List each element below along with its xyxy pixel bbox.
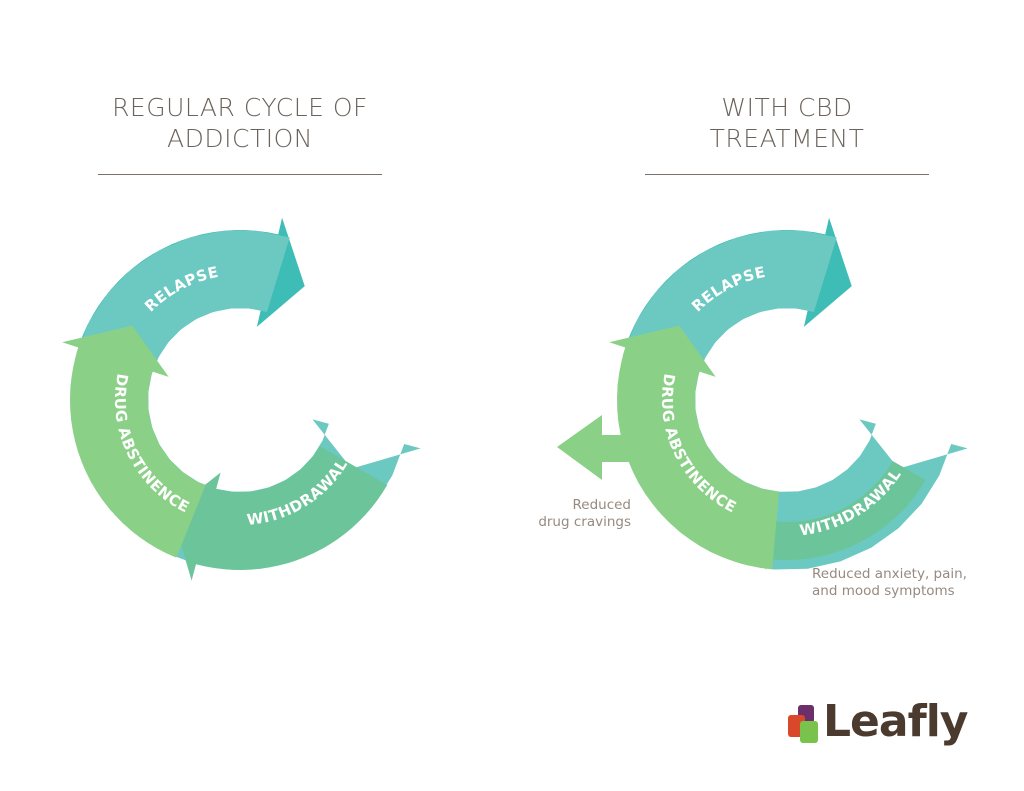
note-reduced-symptoms: Reduced anxiety, pain, and mood symptoms xyxy=(812,566,967,600)
left-title: REGULAR CYCLE OF ADDICTION xyxy=(90,92,390,154)
right-title-line1: WITH CBD xyxy=(721,93,853,122)
left-title-line2: ADDICTION xyxy=(167,124,313,153)
note-symptoms-line2: and mood symptoms xyxy=(812,583,955,599)
right-title-divider xyxy=(645,174,929,175)
withdrawal-arrow xyxy=(171,446,388,581)
note-cravings-line2: drug cravings xyxy=(538,514,631,530)
right-title: WITH CBD TREATMENT xyxy=(637,92,937,154)
left-title-line1: REGULAR CYCLE OF xyxy=(112,93,368,122)
withdrawal-arrow xyxy=(733,461,926,570)
note-cravings-line1: Reduced xyxy=(572,497,631,513)
right-title-line2: TREATMENT xyxy=(709,124,865,153)
intoxication-label-text: INTOXICATION xyxy=(827,308,896,419)
abstinence-arrow xyxy=(609,325,779,570)
abstinence-arrow xyxy=(62,325,206,558)
leafly-logo-text: Leafly xyxy=(823,696,968,747)
intoxication-label: INTOXICATION xyxy=(280,308,349,419)
leafly-logo-icon xyxy=(788,705,818,743)
intoxication-label-text: INTOXICATION xyxy=(280,308,349,419)
note-symptoms-line1: Reduced anxiety, pain, xyxy=(812,566,967,582)
intoxication-label: INTOXICATION xyxy=(827,308,896,419)
reduced-cravings-branch-arrow xyxy=(557,415,682,510)
note-reduced-cravings: Reduced drug cravings xyxy=(520,497,631,531)
left-title-divider xyxy=(98,174,382,175)
